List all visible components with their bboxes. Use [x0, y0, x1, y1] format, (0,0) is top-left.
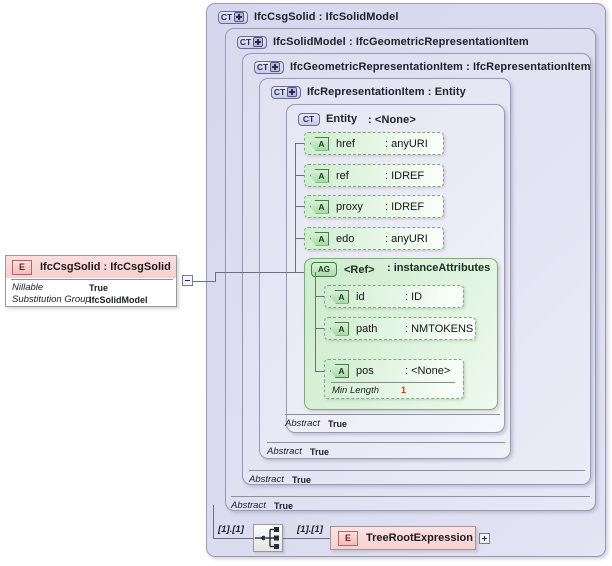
abstract-value: True [292, 475, 312, 485]
complextype-icon[interactable]: CT [298, 112, 320, 126]
complextype-expand-icon[interactable]: CT [218, 10, 248, 24]
abstract-separator [249, 470, 585, 471]
complextype-title: Entity [326, 113, 358, 125]
element-header: E IfcCsgSolid : IfcCsgSolid [6, 256, 176, 278]
attribute-icon: A [330, 364, 349, 378]
element-separator [11, 279, 173, 280]
attribute-name: edo [336, 232, 355, 245]
root-connector-line [193, 281, 215, 282]
attributegroup-connector [295, 272, 307, 273]
attribute-connector [295, 206, 307, 207]
abstract-value: True [328, 419, 348, 429]
abstract-value: True [310, 447, 330, 457]
attributegroup-connector [315, 371, 327, 372]
attribute-row-edo[interactable]: A edo : anyURI [304, 227, 444, 250]
compositor-left-line [213, 538, 254, 539]
complextype-title: IfcCsgSolid : IfcSolidModel [254, 11, 399, 23]
element-title: IfcCsgSolid : IfcCsgSolid [40, 261, 171, 273]
element-box-ifccsgsolid[interactable]: E IfcCsgSolid : IfcCsgSolid Nillable Tru… [5, 255, 177, 307]
attribute-name: id [356, 290, 365, 303]
attribute-row-href[interactable]: A href : anyURI [304, 132, 444, 155]
abstract-separator [285, 414, 500, 415]
attributegroup-tree-trunk [315, 272, 316, 371]
property-value-nillable: True [89, 283, 109, 293]
sequence-compositor-icon[interactable] [253, 524, 283, 552]
property-value-substitution-group: IfcSolidModel [89, 295, 148, 305]
attribute-name: proxy [336, 200, 363, 213]
attribute-name: ref [336, 169, 349, 182]
attribute-type: : NMTOKENS [405, 322, 474, 335]
complextype-header-entity: CT Entity [291, 110, 357, 128]
root-connector-riser [215, 272, 216, 282]
attribute-type: : IDREF [385, 169, 425, 182]
attribute-row-id[interactable]: A id : ID [324, 285, 464, 308]
facet-separator [331, 382, 455, 383]
attributegroup-name: <Ref> [344, 263, 375, 276]
complextype-expand-icon[interactable]: CT [237, 35, 267, 49]
attribute-name: path [356, 322, 378, 335]
attributegroup-type: : instanceAttributes [387, 262, 491, 274]
attribute-name: pos [356, 365, 374, 377]
attribute-connector [295, 238, 307, 239]
complextype-expand-icon[interactable]: CT [254, 60, 284, 74]
element-icon: E [12, 259, 32, 275]
cardinality-right: [1].[1] [297, 524, 323, 535]
element-icon: E [338, 530, 358, 546]
sequence-glyph [255, 527, 279, 549]
cardinality-left: [1].[1] [218, 524, 244, 535]
facet-box-minlength: Min Length 1 [324, 382, 464, 399]
attributegroup-connector [315, 328, 327, 329]
attribute-type: : IDREF [385, 200, 425, 213]
element-expand-toggle[interactable] [479, 533, 490, 544]
attribute-row-ref[interactable]: A ref : IDREF [304, 164, 444, 187]
attribute-connector [295, 175, 307, 176]
attribute-icon: A [330, 321, 349, 336]
attribute-row-path[interactable]: A path : NMTOKENS [324, 317, 476, 340]
element-title: TreeRootExpression [366, 532, 473, 544]
abstract-label: Abstract [249, 474, 284, 485]
attributegroup-header: AG <Ref> [311, 262, 375, 277]
compositor-left-riser [213, 505, 214, 539]
abstract-separator [267, 442, 505, 443]
attribute-tree-trunk [295, 143, 296, 273]
abstract-label: Abstract [267, 446, 302, 457]
abstract-label: Abstract [231, 500, 266, 511]
abstract-label: Abstract [285, 418, 320, 429]
attributegroup-icon: AG [311, 262, 337, 277]
facet-value: 1 [401, 385, 407, 395]
attribute-type: : <None> [405, 365, 451, 377]
facet-label: Min Length [332, 385, 380, 396]
abstract-value: True [274, 501, 294, 511]
attribute-icon: A [330, 289, 349, 304]
attribute-connector [295, 143, 307, 144]
root-connector-top [215, 272, 295, 273]
complextype-header-ifccsgsolid: CT IfcCsgSolid : IfcSolidModel [211, 8, 398, 26]
compositor-right-line [283, 538, 331, 539]
complextype-header-ifcgeometricrepresentationitem: CT IfcGeometricRepresentationItem : IfcR… [247, 58, 591, 76]
property-label-nillable: Nillable [12, 282, 44, 293]
attribute-type: : anyURI [385, 232, 428, 245]
attribute-type: : ID [405, 290, 423, 303]
attributegroup-connector [315, 296, 327, 297]
attribute-icon: A [310, 168, 329, 183]
attribute-type: : anyURI [385, 137, 428, 150]
element-box-treerootexpression[interactable]: E TreeRootExpression [330, 526, 476, 550]
attribute-name: href [336, 137, 355, 150]
complextype-entity-type: : <None> [368, 114, 416, 126]
complextype-title: IfcGeometricRepresentationItem : IfcRepr… [290, 61, 591, 73]
attribute-icon: A [310, 136, 329, 151]
complextype-title: IfcRepresentationItem : Entity [307, 86, 466, 98]
root-collapse-toggle[interactable] [182, 275, 193, 286]
attribute-icon: A [310, 231, 329, 246]
complextype-expand-icon[interactable]: CT [271, 85, 301, 99]
complextype-header-ifcrepresentationitem: CT IfcRepresentationItem : Entity [264, 83, 466, 101]
property-label-substitution-group: Substitution Group [12, 294, 91, 305]
attribute-row-proxy[interactable]: A proxy : IDREF [304, 195, 444, 218]
complextype-title: IfcSolidModel : IfcGeometricRepresentati… [273, 36, 529, 48]
attribute-icon: A [310, 199, 329, 214]
complextype-header-ifcsolidmodel: CT IfcSolidModel : IfcGeometricRepresent… [230, 33, 529, 51]
attribute-row-pos[interactable]: A pos : <None> [324, 359, 464, 382]
abstract-separator [231, 496, 590, 497]
